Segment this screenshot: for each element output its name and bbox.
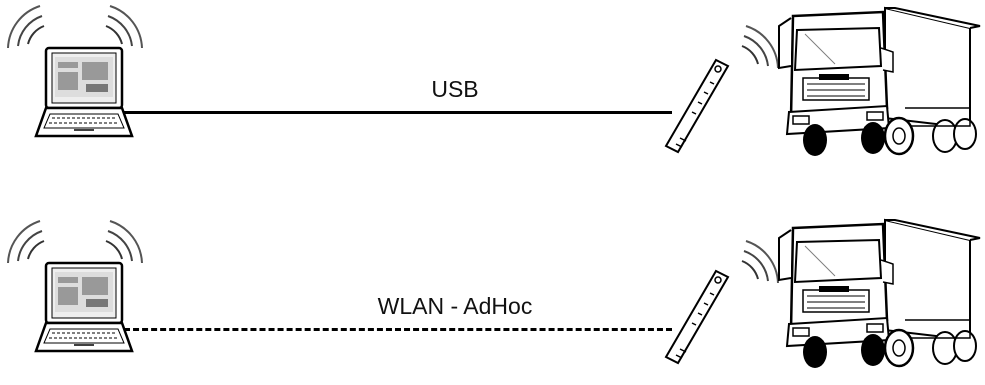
usb-cable-line [124, 111, 672, 114]
truck-icon [777, 6, 982, 158]
connection-label: WLAN - AdHoc [377, 293, 533, 319]
truck-icon [777, 218, 982, 370]
vci-interface-icon [665, 59, 729, 153]
wlan-dashed-line [124, 328, 672, 331]
connection-label: USB [431, 76, 479, 102]
wlan-connection-row: WLAN - AdHoc [0, 215, 985, 385]
usb-connection-row: USB [0, 0, 985, 170]
laptop-icon [34, 46, 134, 138]
laptop-icon [34, 261, 134, 353]
vci-interface-icon [665, 270, 729, 364]
